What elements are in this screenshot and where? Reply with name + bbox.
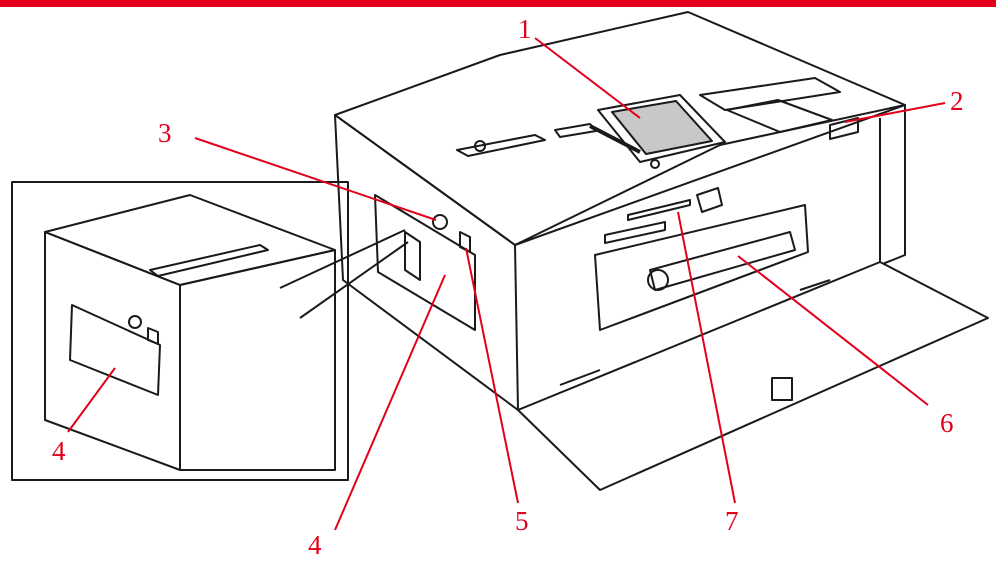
lcd-small-icon: [650, 159, 660, 169]
callout-label-paper-roller: 6: [940, 408, 954, 438]
card-slot-lower: [604, 221, 666, 244]
leader-line-lcd-screen: [534, 37, 641, 119]
power-button: [474, 140, 486, 152]
side-cover: [374, 194, 476, 331]
inset-controls: [149, 244, 269, 277]
leader-line-usb-port: [465, 247, 519, 504]
leader-line-side-port: [844, 102, 946, 123]
leader-line-side-cover-inset: [67, 367, 116, 433]
paper-compartment: [594, 204, 809, 331]
top-left-controls: [456, 134, 546, 157]
roller-end-knob: [647, 269, 669, 291]
inset-top-surface: [44, 194, 336, 286]
inset-box: [11, 181, 349, 481]
inset-usb-port: [147, 327, 159, 345]
leader-line-side-cover: [334, 274, 446, 531]
leader-line-paper-roller: [737, 255, 929, 406]
leader-line-side-button: [194, 137, 437, 221]
callout-label-card-slot: 7: [725, 506, 739, 536]
front-slide-switch: [696, 187, 723, 213]
control-row-top: [699, 77, 841, 111]
top-groove: [589, 124, 641, 154]
side-cover-latch: [404, 231, 421, 281]
side-button: [432, 214, 448, 230]
callout-label-side-button: 3: [158, 118, 172, 148]
callout-label-lcd-screen: 1: [518, 14, 532, 44]
leader-line-card-slot: [677, 211, 736, 504]
top-accent-bar: [0, 0, 996, 7]
zoom-connector-lower: [299, 241, 409, 319]
printer-top-surface: [334, 11, 906, 246]
inset-side-cover: [69, 304, 161, 396]
callout-label-usb-port: 5: [515, 506, 529, 536]
usb-port: [459, 231, 471, 253]
control-panel: [726, 99, 833, 133]
inset-side-button: [128, 315, 142, 329]
tray-hinge: [559, 279, 831, 386]
paper-roller: [649, 231, 796, 291]
callout-label-side-cover: 4: [308, 530, 322, 560]
zoom-connector-upper: [279, 229, 406, 289]
inset-front-face: [179, 249, 336, 471]
callout-label-side-port: 2: [950, 86, 964, 116]
front-tray: [517, 261, 989, 491]
lcd-screen: [611, 100, 713, 155]
card-slot: [627, 199, 691, 221]
tray-lock: [771, 377, 793, 401]
callout-label-side-cover-inset: 4: [52, 436, 66, 466]
